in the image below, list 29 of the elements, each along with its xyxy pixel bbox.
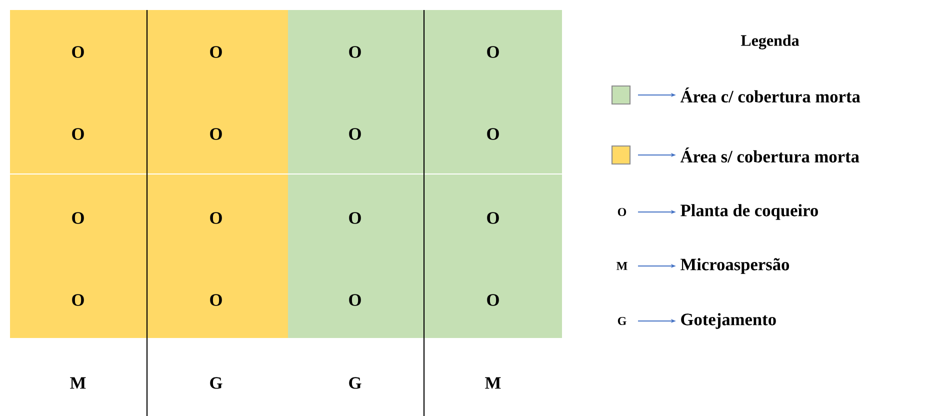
plant-label: O xyxy=(487,212,499,224)
legend-text: Área s/ cobertura morta xyxy=(680,147,860,163)
plant-label: O xyxy=(349,212,361,224)
irrigation-label: M xyxy=(70,377,86,389)
plant-label: O xyxy=(349,294,361,306)
plant-label: O xyxy=(210,294,222,306)
plant-label: O xyxy=(72,128,84,140)
plant-label: O xyxy=(210,46,222,58)
plant-label: O xyxy=(72,212,84,224)
legend-symbol: O xyxy=(618,208,626,216)
plant-label: O xyxy=(487,46,499,58)
legend-text: Microaspersão xyxy=(680,258,790,274)
legend-text: Gotejamento xyxy=(681,313,776,329)
legend-text: Planta de coqueiro xyxy=(680,204,818,220)
plant-label: O xyxy=(210,212,222,224)
plant-label: O xyxy=(72,294,84,306)
plant-label: O xyxy=(487,294,499,306)
plant-label: O xyxy=(349,46,361,58)
irrigation-label: G xyxy=(349,377,362,389)
legend-text: Área c/ cobertura morta xyxy=(680,87,860,103)
irrigation-label: G xyxy=(210,377,222,389)
legend-symbol: M xyxy=(616,262,628,270)
irrigation-label: M xyxy=(485,377,501,389)
plant-label: O xyxy=(349,128,361,140)
plant-label: O xyxy=(72,46,84,58)
plant-label: O xyxy=(210,128,222,140)
plant-label: O xyxy=(487,128,499,140)
legend-symbol: G xyxy=(618,316,626,326)
legend-title: Legenda xyxy=(740,34,800,50)
